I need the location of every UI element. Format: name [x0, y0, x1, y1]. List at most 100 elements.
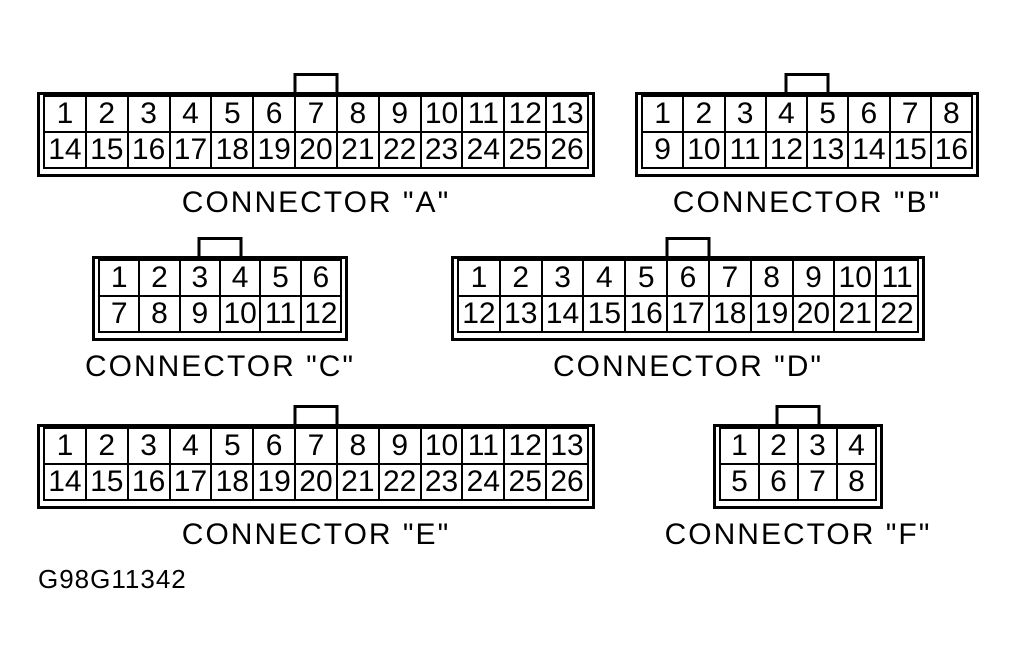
pin-cell: 25 [503, 131, 548, 169]
pin-cell: 23 [419, 131, 464, 169]
pin-cell: 5 [805, 95, 850, 133]
pin-cell: 24 [461, 463, 506, 501]
pin-cell: 1 [719, 427, 760, 465]
pin-cell: 3 [723, 95, 767, 133]
pin-cell: 26 [545, 463, 589, 501]
pin-cell: 7 [294, 427, 338, 465]
pin-cell: 8 [138, 295, 181, 333]
pin-cell: 14 [43, 131, 87, 169]
pin-cell: 17 [666, 295, 710, 333]
pin-cell: 19 [252, 463, 297, 501]
connector-b-label: CONNECTOR "B" [672, 186, 942, 219]
pin-cell: 7 [797, 463, 838, 501]
pin-cell: 10 [682, 131, 726, 169]
pin-cell: 9 [791, 259, 836, 297]
pin-cell: 19 [749, 295, 794, 333]
pin-cell: 7 [888, 95, 932, 133]
pin-cell: 23 [419, 463, 464, 501]
pin-cell: 9 [178, 295, 221, 333]
pin-cell: 4 [168, 95, 213, 133]
pin-cell: 2 [758, 427, 799, 465]
figure-id: G98G11342 [38, 564, 187, 594]
pin-cell: 1 [457, 259, 501, 297]
pin-cell: 24 [461, 131, 506, 169]
pin-cell: 5 [210, 95, 255, 133]
pin-cell: 8 [929, 95, 974, 133]
pin-cell: 17 [168, 131, 213, 169]
pin-cell: 6 [758, 463, 799, 501]
pin-cell: 22 [377, 463, 422, 501]
pin-cell: 2 [84, 427, 129, 465]
pin-cell: 17 [168, 463, 213, 501]
pin-cell: 6 [252, 95, 297, 133]
pin-cell: 6 [847, 95, 891, 133]
pin-cell: 21 [335, 131, 380, 169]
connector-f-label: CONNECTOR "F" [664, 518, 932, 551]
connector-c-label: CONNECTOR "C" [84, 350, 356, 383]
pin-cell: 2 [498, 259, 543, 297]
pin-cell: 18 [707, 295, 752, 333]
pin-cell: 12 [764, 131, 809, 169]
pin-cell: 16 [126, 463, 171, 501]
pin-cell: 15 [84, 131, 129, 169]
pin-cell: 5 [624, 259, 669, 297]
pin-cell: 18 [210, 463, 255, 501]
pin-cell: 11 [461, 427, 506, 465]
pin-cell: 11 [259, 295, 302, 333]
pin-cell: 10 [218, 295, 262, 333]
pin-cell: 25 [503, 463, 548, 501]
pin-cell: 7 [707, 259, 752, 297]
pin-cell: 6 [299, 259, 343, 297]
pin-cell: 8 [335, 427, 380, 465]
pin-cell: 14 [847, 131, 891, 169]
pin-cell: 16 [929, 131, 974, 169]
pin-cell: 10 [833, 259, 878, 297]
pin-cell: 11 [723, 131, 767, 169]
pin-cell: 4 [218, 259, 262, 297]
pin-cell: 12 [299, 295, 343, 333]
pin-cell: 13 [498, 295, 543, 333]
pin-cell: 12 [503, 95, 548, 133]
pin-cell: 4 [764, 95, 809, 133]
pin-cell: 22 [377, 131, 422, 169]
keying-tab-icon [293, 73, 339, 92]
pin-cell: 2 [84, 95, 129, 133]
pin-cell: 2 [682, 95, 726, 133]
pin-cell: 8 [749, 259, 794, 297]
pin-cell: 16 [624, 295, 669, 333]
pin-cell: 3 [126, 427, 171, 465]
pin-cell: 3 [540, 259, 585, 297]
pin-cell: 10 [419, 95, 464, 133]
pin-cell: 5 [719, 463, 760, 501]
pin-cell: 1 [43, 95, 87, 133]
pin-cell: 3 [797, 427, 838, 465]
pin-cell: 22 [875, 295, 919, 333]
pin-cell: 26 [545, 131, 589, 169]
pin-cell: 4 [582, 259, 627, 297]
pin-cell: 2 [138, 259, 181, 297]
pin-cell: 15 [888, 131, 932, 169]
pin-cell: 21 [335, 463, 380, 501]
keying-tab-icon [197, 237, 243, 256]
